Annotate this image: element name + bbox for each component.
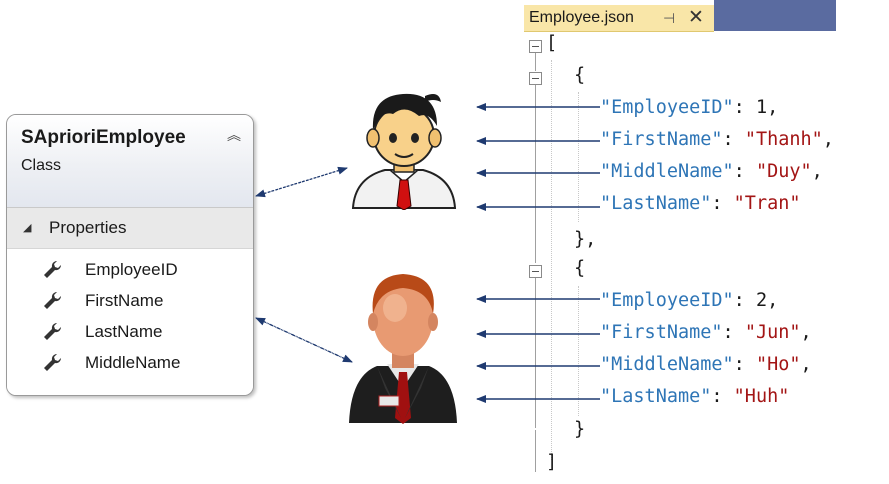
fold-line xyxy=(535,430,536,472)
person-icon-cartoon xyxy=(351,93,457,210)
indent-guide xyxy=(551,60,552,460)
code-close-bracket: ] xyxy=(546,452,558,473)
fold-toggle-icon[interactable] xyxy=(529,40,542,53)
fold-line xyxy=(535,85,536,263)
code-line: "FirstName": "Thanh", xyxy=(600,129,834,150)
pin-icon[interactable]: ⊣ xyxy=(663,10,676,26)
property-item[interactable]: EmployeeID xyxy=(7,255,253,286)
fold-toggle-icon[interactable] xyxy=(529,72,542,85)
property-name: FirstName xyxy=(85,291,164,310)
link-class-person-1-head xyxy=(255,166,348,197)
properties-section-label: Properties xyxy=(49,218,127,237)
code-open-bracket: [ xyxy=(546,33,558,54)
code-line: "EmployeeID": 1, xyxy=(600,97,779,118)
json-key: "EmployeeID" xyxy=(600,290,734,311)
code-close-brace: } xyxy=(574,419,586,440)
code-open-brace: { xyxy=(574,258,586,279)
code-line: "FirstName": "Jun", xyxy=(600,322,812,343)
property-name: EmployeeID xyxy=(85,260,178,279)
class-links xyxy=(255,166,353,363)
person-icon-businessman xyxy=(349,274,457,424)
json-key: "MiddleName" xyxy=(600,161,734,182)
class-name: SAprioriEmployee xyxy=(21,127,186,148)
code-line: "LastName": "Huh" xyxy=(600,386,790,407)
wrench-icon xyxy=(44,322,62,340)
code-close-brace: }, xyxy=(574,229,597,250)
wrench-icon xyxy=(44,260,62,278)
code-line: "LastName": "Tran" xyxy=(600,193,801,214)
close-icon[interactable]: ✕ xyxy=(688,7,704,28)
code-line: "EmployeeID": 2, xyxy=(600,290,779,311)
json-string: "Thanh" xyxy=(744,129,823,150)
json-key: "LastName" xyxy=(600,193,712,214)
property-item[interactable]: LastName xyxy=(7,317,253,348)
class-type: Class xyxy=(21,157,62,174)
fold-toggle-icon[interactable] xyxy=(529,265,542,278)
json-string: "Tran" xyxy=(733,193,801,214)
property-item[interactable]: MiddleName xyxy=(7,348,253,379)
json-string: "Huh" xyxy=(733,386,790,407)
tab-employee-json[interactable]: Employee.json ⊣ ✕ xyxy=(524,5,714,32)
code-open-brace: { xyxy=(574,65,586,86)
indent-guide xyxy=(578,286,579,416)
tab-bar-background xyxy=(714,0,836,31)
class-box[interactable]: SAprioriEmployee Class ︽ ◢ Properties Em… xyxy=(6,114,254,396)
json-string: "Jun" xyxy=(744,322,801,343)
property-item[interactable]: FirstName xyxy=(7,286,253,317)
indent-guide xyxy=(578,92,579,222)
property-name: MiddleName xyxy=(85,353,181,372)
wrench-icon xyxy=(44,291,62,309)
fold-line xyxy=(535,278,536,428)
json-number: 1 xyxy=(755,97,768,118)
json-string: "Ho" xyxy=(755,354,801,375)
json-string: "Duy" xyxy=(755,161,812,182)
fold-line xyxy=(535,53,536,71)
json-number: 2 xyxy=(755,290,768,311)
json-key: "MiddleName" xyxy=(600,354,734,375)
json-key: "EmployeeID" xyxy=(600,97,734,118)
json-key: "LastName" xyxy=(600,386,712,407)
property-name: LastName xyxy=(85,322,163,341)
property-list: EmployeeID FirstName LastName MiddleName xyxy=(7,249,253,395)
field-arrows xyxy=(476,103,600,403)
tab-title: Employee.json xyxy=(529,9,634,26)
properties-section[interactable]: ◢ Properties xyxy=(7,208,253,249)
code-line: "MiddleName": "Duy", xyxy=(600,161,823,182)
collapse-chevron-icon[interactable]: ︽ xyxy=(227,127,241,143)
class-header: SAprioriEmployee Class ︽ xyxy=(7,115,253,208)
expand-triangle-icon[interactable]: ◢ xyxy=(23,222,32,234)
code-line: "MiddleName": "Ho", xyxy=(600,354,812,375)
wrench-icon xyxy=(44,353,62,371)
json-key: "FirstName" xyxy=(600,129,723,150)
json-key: "FirstName" xyxy=(600,322,723,343)
link-class-person-2-head xyxy=(255,317,353,363)
